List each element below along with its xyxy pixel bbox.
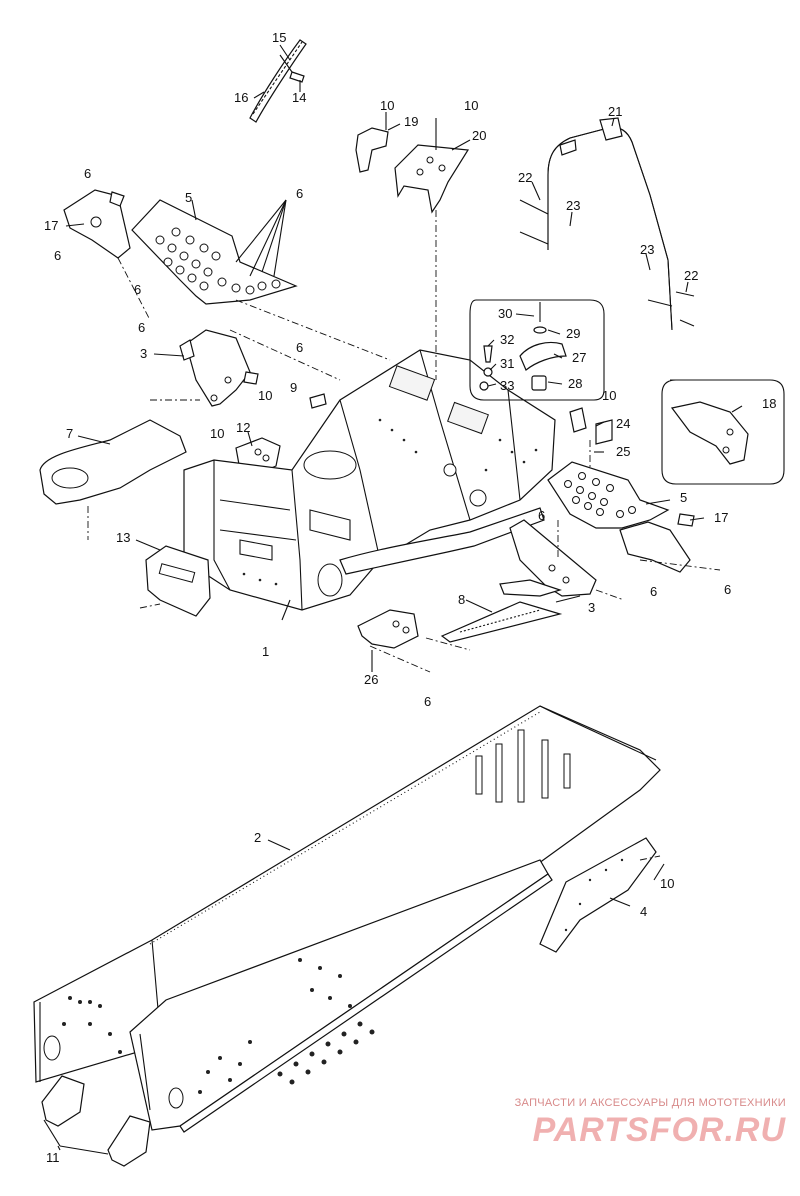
callout-29: 29	[566, 326, 580, 341]
callout-10-c: 10	[258, 388, 272, 403]
part-13-bracket	[139, 545, 211, 617]
part-17-left-bracket	[63, 189, 131, 259]
callout-4: 4	[640, 904, 647, 919]
callout-32: 32	[500, 332, 514, 347]
watermark-tagline: ЗАПЧАСТИ И АКСЕССУАРЫ ДЛЯ МОТОТЕХНИКИ	[514, 1097, 786, 1109]
callout-6-j: 6	[424, 694, 431, 709]
callout-13: 13	[116, 530, 130, 545]
callout-6-h: 6	[650, 584, 657, 599]
callout-5-right: 5	[680, 490, 687, 505]
part-11-end-plates	[41, 1075, 151, 1167]
callout-27: 27	[572, 350, 586, 365]
assembly-guide-lines	[117, 210, 721, 861]
detail-inset-18	[661, 379, 785, 485]
callout-6-b: 6	[54, 248, 61, 263]
callout-10-d: 10	[210, 426, 224, 441]
callout-17-left: 17	[44, 218, 58, 233]
part-5-right-footrest	[547, 461, 670, 529]
callout-28: 28	[568, 376, 582, 391]
callout-6-i: 6	[724, 582, 731, 597]
part-1-chassis	[183, 349, 556, 611]
part-2-tunnel	[33, 705, 661, 1133]
callout-23-left: 23	[566, 198, 580, 213]
watermark-brand-logo: PARTSFOR.RU	[532, 1111, 786, 1149]
part-19-bracket	[355, 112, 389, 173]
callout-8: 8	[458, 592, 465, 607]
callout-10-f: 10	[660, 876, 674, 891]
callout-31: 31	[500, 356, 514, 371]
callout-22-right: 22	[684, 268, 698, 283]
callout-30: 30	[498, 306, 512, 321]
callout-5-top: 5	[185, 190, 192, 205]
callout-18: 18	[762, 396, 776, 411]
watermark: ЗАПЧАСТИ И АКСЕССУАРЫ ДЛЯ МОТОТЕХНИКИ PA…	[515, 1097, 786, 1150]
callout-labels: 1 2 3 3 4 5 5 6 6 6 6 6 6 6 6 6 6 7 8 9 …	[44, 30, 776, 1165]
part-21-loop-handle	[519, 117, 695, 331]
callout-19: 19	[404, 114, 418, 129]
callout-12: 12	[236, 420, 250, 435]
callout-22-left: 22	[518, 170, 532, 185]
part-24-clip	[569, 407, 613, 445]
callout-3-right: 3	[588, 600, 595, 615]
callout-1: 1	[262, 644, 269, 659]
callout-24: 24	[616, 416, 630, 431]
callout-20: 20	[472, 128, 486, 143]
part-3-left-support	[179, 329, 259, 407]
part-4-side-plate	[539, 837, 657, 953]
callout-26: 26	[364, 672, 378, 687]
part-7-left-shield	[39, 419, 187, 540]
callout-10-a: 10	[380, 98, 394, 113]
part-5-top-footrest	[131, 199, 298, 305]
callout-3-left: 3	[140, 346, 147, 361]
part-16-strap	[249, 39, 307, 123]
callout-33: 33	[500, 378, 514, 393]
callout-6-f: 6	[296, 340, 303, 355]
callout-21: 21	[608, 104, 622, 119]
callout-10-e: 10	[602, 388, 616, 403]
part-20-plate	[394, 118, 470, 214]
callout-2: 2	[254, 830, 261, 845]
part-26-bracket	[357, 609, 419, 649]
detail-inset-fasteners	[469, 299, 605, 401]
callout-23-right: 23	[640, 242, 654, 257]
callout-9: 9	[290, 380, 297, 395]
callout-6-d: 6	[296, 186, 303, 201]
part-9-fastener	[309, 393, 327, 409]
callout-6-e: 6	[138, 320, 145, 335]
callout-15: 15	[272, 30, 286, 45]
part-8-strip	[440, 601, 563, 643]
callout-7: 7	[66, 426, 73, 441]
callout-17-right: 17	[714, 510, 728, 525]
callout-14: 14	[292, 90, 306, 105]
callout-16: 16	[234, 90, 248, 105]
callout-10-b: 10	[464, 98, 478, 113]
callout-11: 11	[46, 1150, 60, 1165]
callout-25: 25	[616, 444, 630, 459]
callout-6-a: 6	[84, 166, 91, 181]
leader-lines	[57, 44, 743, 1151]
part-3-right-support	[499, 519, 597, 597]
callout-6-g: 6	[538, 508, 545, 523]
callout-6-c: 6	[134, 282, 141, 297]
